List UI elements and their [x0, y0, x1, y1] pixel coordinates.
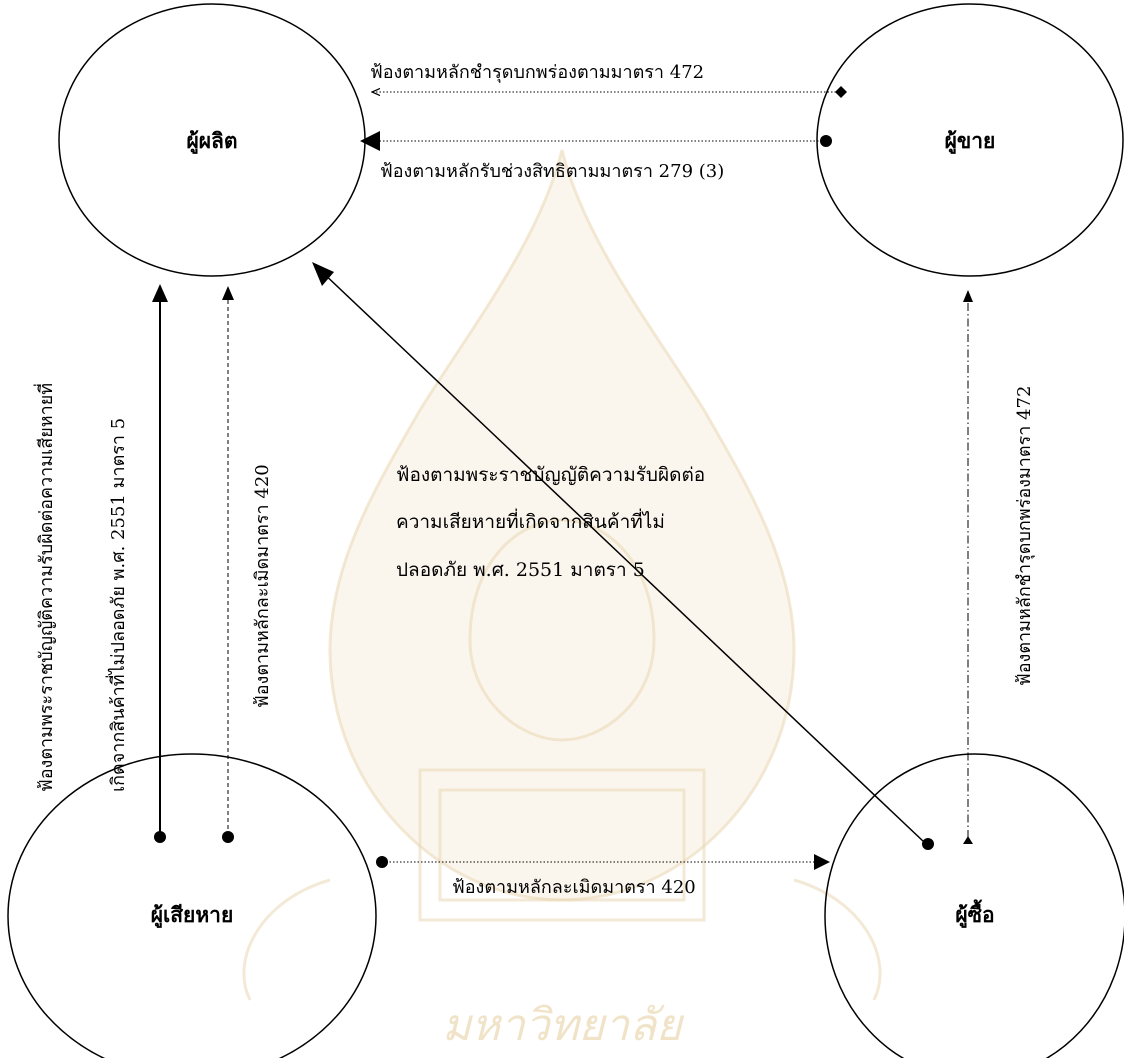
edge-victim-producer-420: ฟ้องตามหลักละเมิดมาตรา 420 [222, 286, 273, 843]
edge-label-act-line1: ฟ้องตามพระราชบัญญัติความรับผิดต่อความเสี… [33, 383, 57, 792]
node-buyer-label: ผู้ซื้อ [955, 899, 994, 929]
edge-label-buyer-act-line1: ฟ้องตามพระราชบัญญัติความรับผิดต่อ [396, 464, 705, 486]
edge-label-buyer-act-line3: ปลอดภัย พ.ศ. 2551 มาตรา 5 [396, 559, 645, 581]
node-victim-label: ผู้เสียหาย [151, 903, 234, 929]
edge-label-420-vertical: ฟ้องตามหลักละเมิดมาตรา 420 [252, 464, 273, 708]
edge-label-victim-buyer-420: ฟ้องตามหลักละเมิดมาตรา 420 [452, 877, 696, 898]
node-seller: ผู้ขาย [816, 3, 1124, 277]
diamond-tail-icon [835, 86, 847, 98]
node-producer-label: ผู้ผลิต [186, 129, 237, 155]
node-seller-label: ผู้ขาย [945, 129, 996, 155]
edge-buyer-seller-472: ฟ้องตามหลักชำรุดบกพร่องมาตรา 472 [963, 290, 1035, 844]
edge-buyer-producer-act: ฟ้องตามพระราชบัญญัติความรับผิดต่อ ความเส… [312, 262, 934, 850]
dot-tail-icon [154, 831, 166, 843]
arrowhead-up-icon [152, 284, 168, 302]
dot-tail-icon [820, 135, 832, 147]
node-buyer: ผู้ซื้อ [824, 753, 1124, 1058]
node-producer: ผู้ผลิต [58, 3, 366, 277]
dot-tail-icon [222, 831, 234, 843]
watermark-text: มหาวิทยาลัย [442, 1000, 685, 1051]
edge-label-279: ฟ้องตามหลักรับช่วงสิทธิตามมาตรา 279 (3) [380, 161, 724, 182]
edge-seller-producer-279: ฟ้องตามหลักรับช่วงสิทธิตามมาตรา 279 (3) [360, 131, 832, 182]
edge-label-472-top: ฟ้องตามหลักชำรุดบกพร่องตามมาตรา 472 [370, 62, 704, 83]
arrowhead-right-icon [814, 854, 830, 870]
dot-tail-icon [376, 856, 388, 868]
edge-label-act-line2: เกิดจากสินค้าที่ไม่ปลอดภัย พ.ศ. 2551 มาต… [105, 418, 129, 792]
university-seal-watermark: มหาวิทยาลัย [242, 149, 882, 1051]
dot-tail-icon [922, 838, 934, 850]
triangle-tail-icon [963, 836, 973, 844]
edge-label-buyer-seller-472: ฟ้องตามหลักชำรุดบกพร่องมาตรา 472 [1014, 386, 1035, 686]
arrowhead-left-icon [360, 131, 380, 151]
arrowhead-up-icon [222, 286, 234, 300]
node-victim: ผู้เสียหาย [7, 753, 377, 1058]
edge-label-buyer-act-line2: ความเสียหายที่เกิดจากสินค้าที่ไม่ [396, 508, 665, 533]
arrowhead-up-icon [963, 290, 973, 302]
arrowhead-diagonal-icon [312, 262, 334, 286]
edge-victim-producer-act: ฟ้องตามพระราชบัญญัติความรับผิดต่อความเสี… [33, 284, 168, 843]
edge-victim-buyer-420: ฟ้องตามหลักละเมิดมาตรา 420 [376, 854, 830, 898]
edge-seller-producer-472: ฟ้องตามหลักชำรุดบกพร่องตามมาตรา 472 [370, 62, 847, 98]
